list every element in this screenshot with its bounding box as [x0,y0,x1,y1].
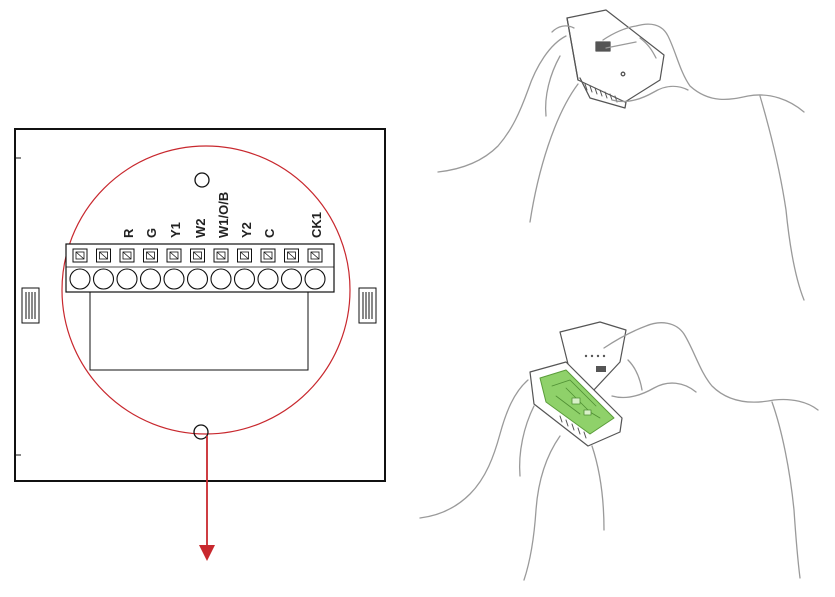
terminal-screw [69,248,91,290]
terminal-screw [186,248,209,290]
terminal-label-y1: Y1 [168,222,183,238]
terminal-screw [210,248,232,290]
terminal-label-w2: W2 [193,219,208,239]
terminal-screw [163,248,185,290]
terminal-label-ck1: CK1 [309,212,324,238]
terminal-label-w1ob: W1/O/B [216,192,231,238]
terminal-block [65,243,335,371]
terminal-screw [92,248,115,290]
hands-removing-cover-illustration [437,9,805,301]
highlight-circle [61,145,351,435]
hands-holding-open-thermostat-illustration [419,321,819,581]
terminal-label-c: C [262,228,277,238]
terminal-screw [139,248,162,290]
release-arrow [199,436,215,561]
terminal-screw [116,248,138,290]
terminal-labels: R G Y1 W2 W1/O/B Y2 C CK1 [121,192,324,238]
terminal-screw [280,248,303,290]
wall-plate: R G Y1 W2 W1/O/B Y2 C CK1 [14,128,386,561]
wall-plate-outline [14,128,386,482]
top-screw-hole [194,172,210,188]
bottom-screw-hole [193,424,209,440]
left-latch [21,287,40,324]
terminal-screw [304,248,326,290]
right-latch [358,287,377,324]
terminal-label-g: G [144,228,159,238]
terminal-label-r: R [121,228,136,238]
terminal-screw [257,248,279,290]
terminal-label-y2: Y2 [239,222,254,238]
terminal-screw [233,248,256,290]
